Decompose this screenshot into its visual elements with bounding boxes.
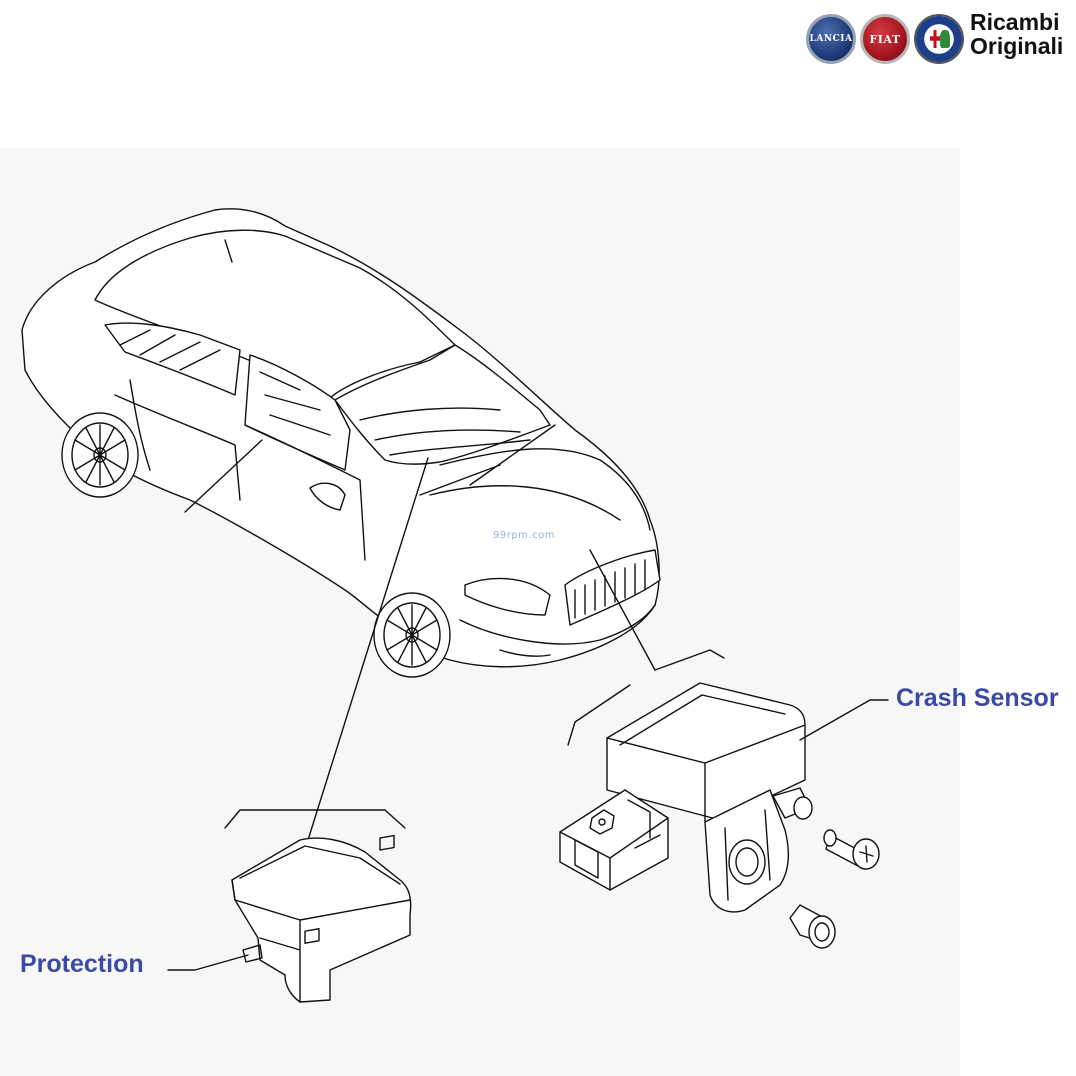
protection-bracket — [224, 809, 406, 829]
alfa-cross-icon — [930, 30, 940, 48]
rear-wheel-icon — [61, 412, 139, 498]
car-bumper — [459, 604, 656, 657]
push-clip-icon — [789, 904, 836, 949]
leader-line-protection — [307, 457, 429, 841]
lancia-logo-text: LANCIA — [809, 34, 853, 44]
front-wheel-icon — [373, 592, 451, 678]
crash-bracket-left — [567, 684, 631, 746]
crash-sensor-part — [559, 682, 813, 913]
brand-line-2: Originali — [970, 33, 1064, 59]
wiper-blades — [419, 424, 556, 496]
leader-line-crash — [589, 549, 656, 671]
alfa-romeo-logo-icon — [914, 14, 964, 64]
window-hatching — [119, 329, 331, 436]
crash-sensor-callout-line — [799, 699, 889, 741]
car-illustration — [21, 208, 661, 678]
lancia-logo-icon: LANCIA — [806, 14, 856, 64]
dashboard-lines — [359, 407, 531, 456]
roof-antenna — [224, 239, 233, 263]
brand-line-1: Ricambi — [970, 9, 1060, 35]
protection-label: Protection — [20, 950, 144, 978]
alfa-serpent-icon — [940, 30, 950, 48]
watermark: 99rpm.com — [493, 530, 555, 541]
side-mirror — [309, 482, 346, 511]
car-headlight — [464, 577, 551, 616]
crash-bracket-top — [654, 649, 725, 671]
protection-callout-line — [167, 954, 249, 971]
leader-line-left — [184, 439, 263, 513]
brand-header: LANCIA FIAT Ricambi Originali — [800, 8, 1070, 68]
protection-cover-part — [231, 834, 412, 1003]
crash-sensor-label: Crash Sensor — [896, 684, 1059, 712]
grille-slats — [574, 559, 646, 619]
car-windscreen — [334, 344, 551, 465]
car-doors — [114, 379, 366, 561]
fiat-logo-text: FIAT — [869, 33, 901, 46]
fiat-logo-icon: FIAT — [860, 14, 910, 64]
rear-side-window — [104, 322, 241, 396]
bolt-icon — [823, 829, 880, 870]
car-grille — [564, 549, 661, 626]
car-hood — [429, 448, 651, 531]
brand-title: Ricambi Originali — [970, 10, 1063, 58]
